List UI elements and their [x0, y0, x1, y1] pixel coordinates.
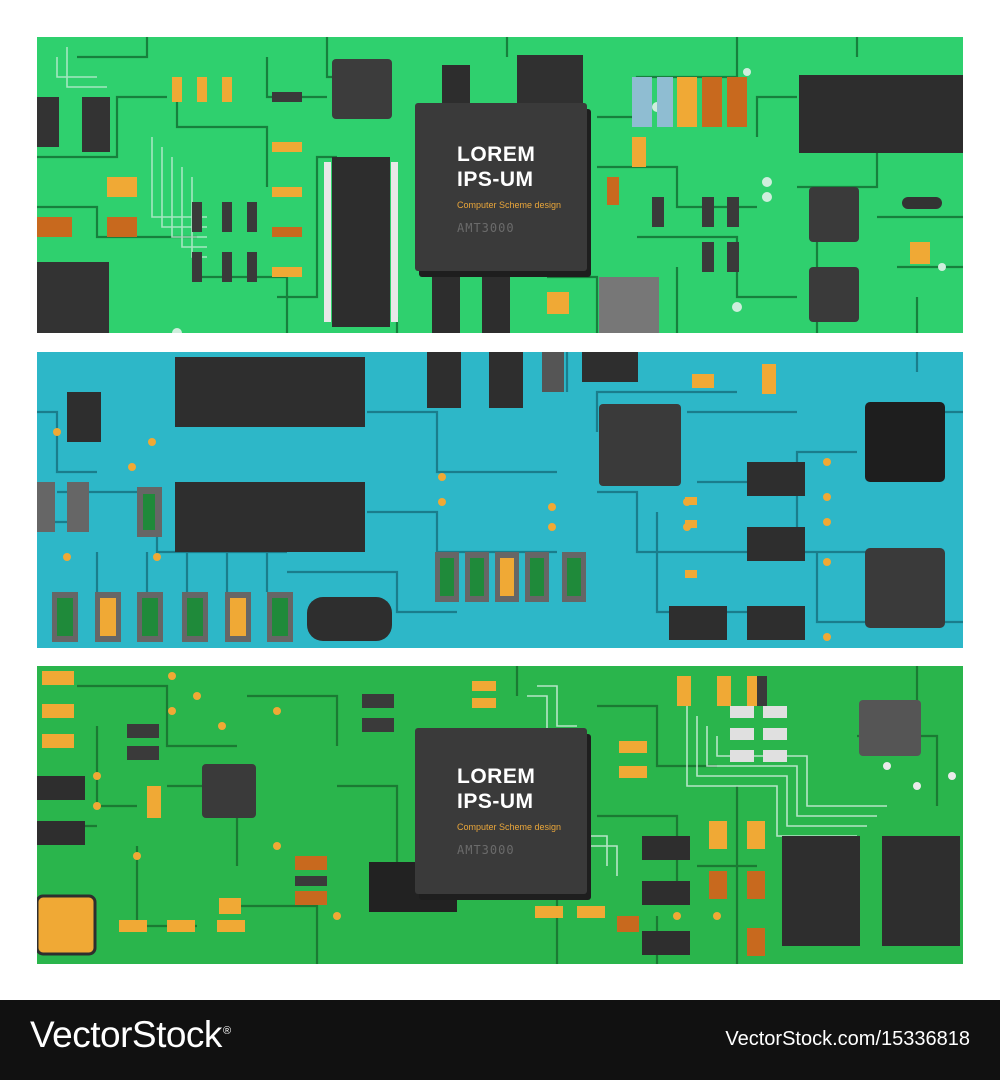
- image-id: VectorStock.com/15336818: [725, 1028, 970, 1050]
- cpu-model: AMT3000: [457, 221, 515, 235]
- circuit-banner-top: LOREM IPS-UM Computer Scheme design AMT3…: [37, 37, 963, 333]
- cpu-label: LOREM IPS-UM Computer Scheme design AMT3…: [457, 142, 561, 235]
- registered-mark: ®: [222, 1024, 231, 1037]
- circuit-banner-bottom: LOREM IPS-UM Computer Scheme design AMT3…: [37, 666, 963, 964]
- cpu-subtitle: Computer Scheme design: [457, 200, 562, 210]
- cpu-model: AMT3000: [457, 843, 515, 857]
- cpu-subtitle: Computer Scheme design: [457, 822, 562, 832]
- cpu-title-line2: IPS-UM: [457, 168, 534, 191]
- cpu-title-line1: LOREM: [457, 143, 536, 166]
- brand-name: VectorStock: [30, 1014, 222, 1055]
- circuit-board-illustration: [37, 352, 963, 648]
- watermark-bar: VectorStock® VectorStock.com/15336818: [0, 1000, 1000, 1080]
- circuit-banner-middle: [37, 352, 963, 648]
- cpu-label: LOREM IPS-UM Computer Scheme design AMT3…: [457, 764, 561, 857]
- cpu-title-line1: LOREM: [457, 765, 536, 788]
- vectorstock-logo: VectorStock®: [30, 1014, 231, 1056]
- circuit-board-illustration: [37, 666, 963, 964]
- cpu-title-line2: IPS-UM: [457, 790, 534, 813]
- circuit-board-illustration: [37, 37, 963, 333]
